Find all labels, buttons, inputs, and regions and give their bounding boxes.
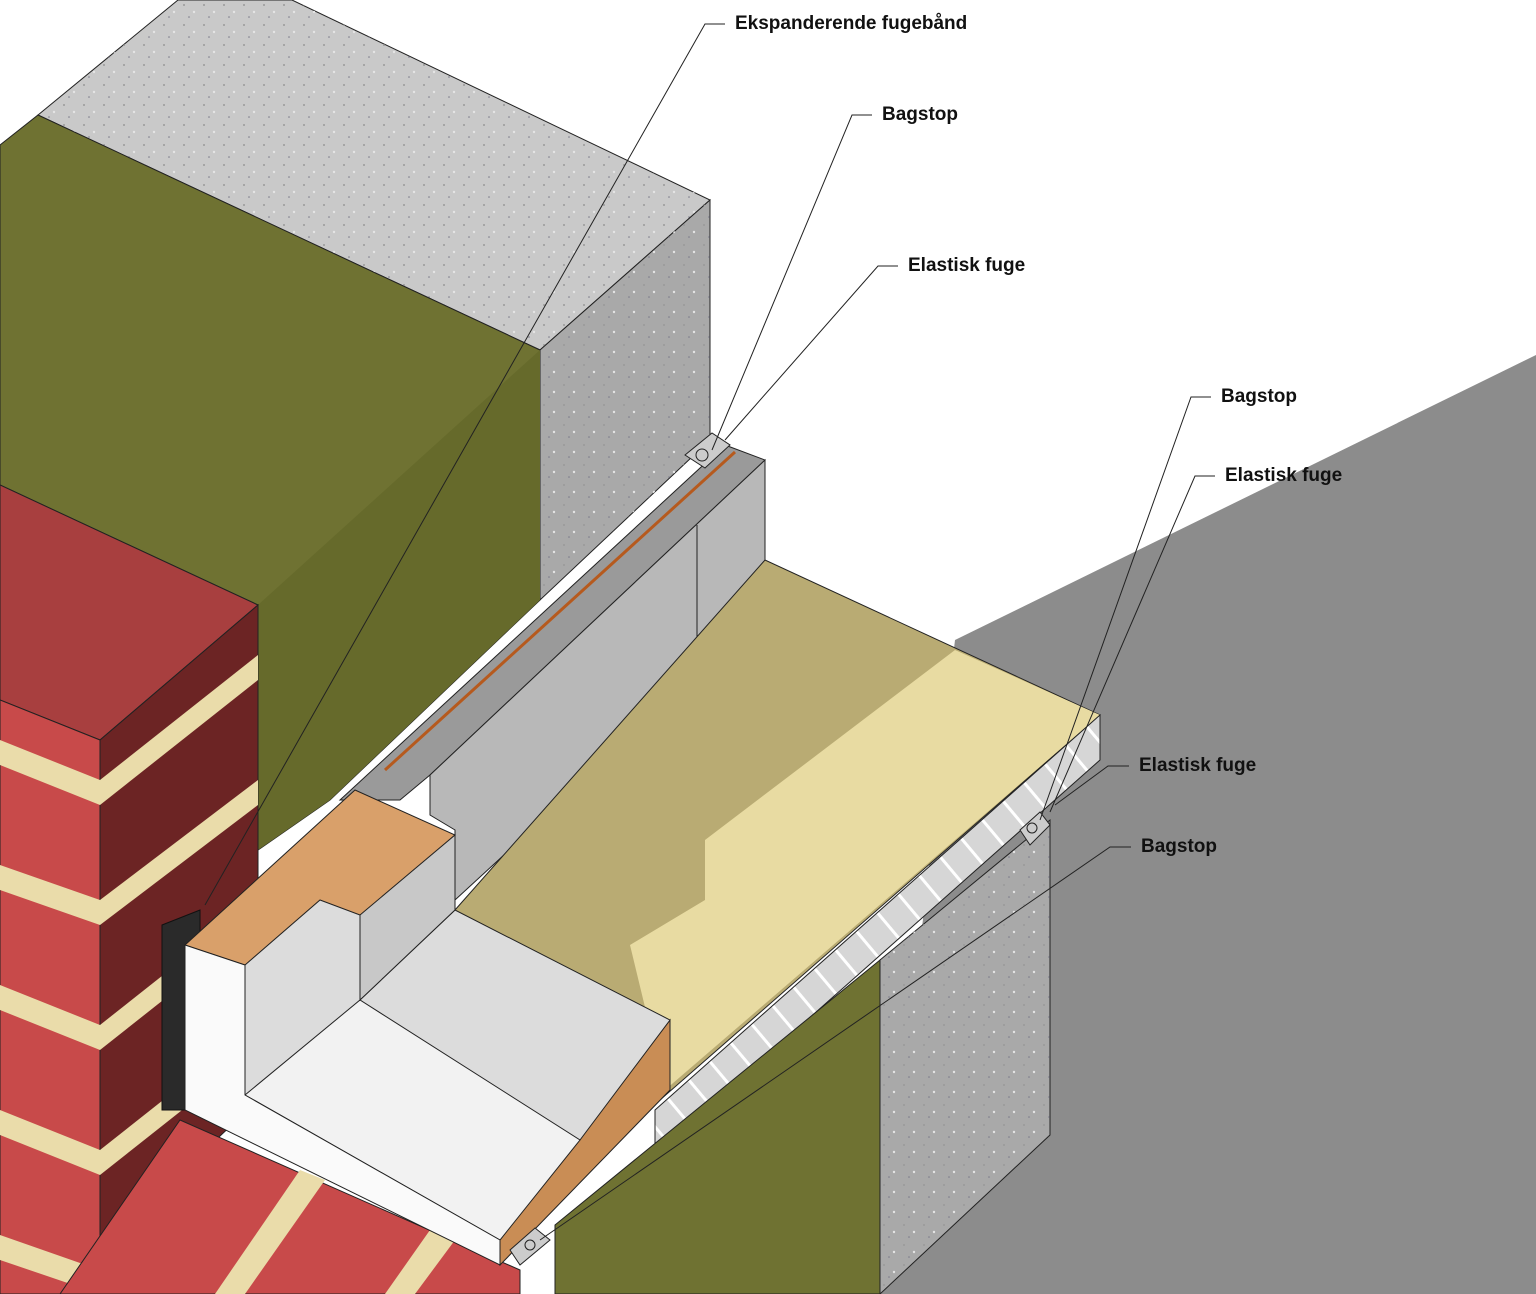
backer-rod-icon [1019, 811, 1051, 846]
backer-rod-icon [509, 1227, 551, 1266]
floor-slab-sunlit [630, 650, 1100, 1090]
backer-rod-icon [684, 432, 731, 469]
label-backer-rod: Bagstop [1141, 836, 1217, 857]
label-elastic-joint: Elastisk fuge [1225, 465, 1343, 486]
label-backer-rod: Bagstop [882, 104, 958, 125]
slab-edge-hatched [654, 713, 1101, 1157]
label-elastic-joint: Elastisk fuge [908, 255, 1026, 276]
lower-insulation [554, 958, 881, 1294]
label-expanding-tape: Ekspanderende fugebånd [735, 13, 968, 34]
window-frame-front [184, 944, 501, 1266]
label-backer-rod: Bagstop [1221, 386, 1297, 407]
label-elastic-joint: Elastisk fuge [1139, 755, 1257, 776]
leader-lines [204, 23, 1215, 1241]
